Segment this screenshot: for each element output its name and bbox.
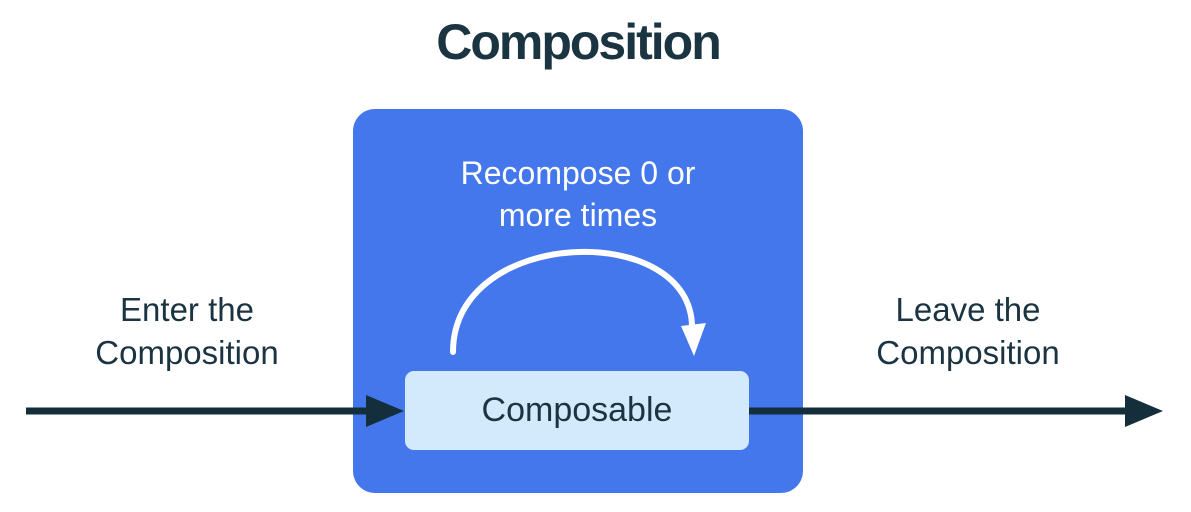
- recompose-label: Recompose 0 or more times: [353, 152, 803, 236]
- recompose-label-line1: Recompose 0 or: [460, 155, 696, 191]
- enter-arrow right-arrow-icon: [26, 395, 404, 427]
- enter-label-line1: Enter the: [120, 291, 254, 328]
- page-title: Composition: [436, 14, 722, 70]
- enter-composition-label: Enter the Composition: [27, 288, 347, 374]
- composable-box: Composable: [405, 371, 749, 450]
- recompose-label-line2: more times: [498, 197, 658, 233]
- leave-label-line2: Composition: [876, 334, 1060, 371]
- enter-label-line2: Composition: [95, 334, 279, 371]
- leave-arrow right-arrow-icon: [749, 395, 1163, 427]
- leave-label-line1: Leave the: [895, 291, 1041, 328]
- composable-label: Composable: [481, 391, 673, 429]
- leave-composition-label: Leave the Composition: [808, 288, 1128, 374]
